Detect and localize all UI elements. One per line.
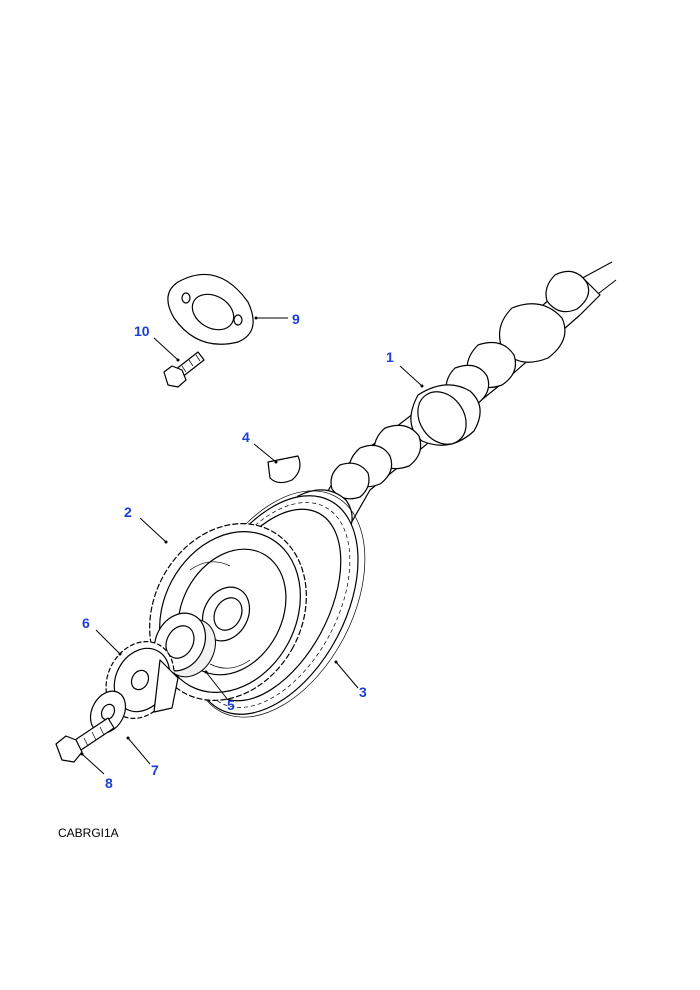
thrust-plate	[167, 273, 254, 345]
callout-8: 8	[105, 775, 113, 791]
drawing-code: CABRGI1A	[58, 826, 119, 840]
callout-9: 9	[292, 311, 300, 327]
callout-1: 1	[386, 349, 394, 365]
callout-10: 10	[134, 323, 150, 339]
callout-4: 4	[242, 429, 250, 445]
callout-3: 3	[359, 684, 367, 700]
leader-lines	[80, 316, 424, 775]
washer	[89, 690, 127, 734]
callout-5: 5	[227, 697, 235, 713]
callout-2: 2	[124, 504, 132, 520]
plate-bolt	[163, 351, 205, 388]
callout-6: 6	[82, 615, 90, 631]
callout-7: 7	[151, 762, 159, 778]
gear-bolt	[55, 717, 115, 763]
